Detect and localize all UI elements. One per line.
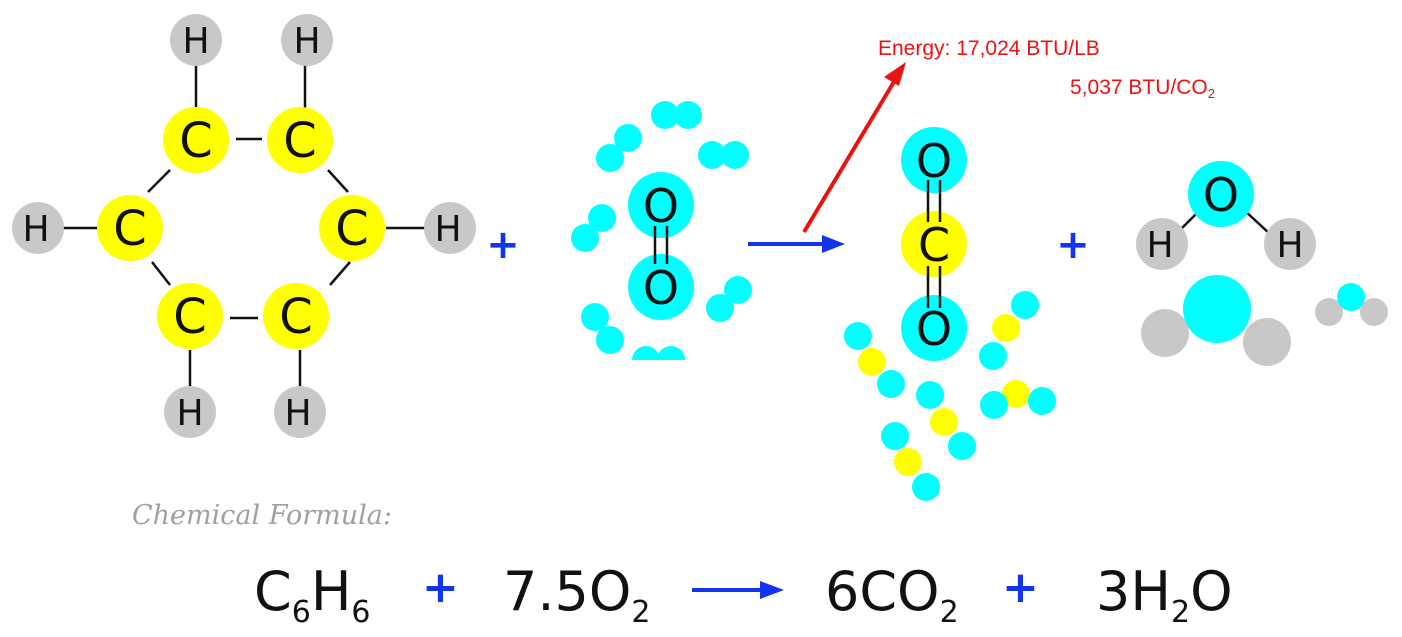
oxygen-atom [901, 295, 967, 361]
hydrogen-atom [1264, 218, 1316, 270]
carbon-atom: C [97, 195, 163, 261]
oxygen-molecule: O O [571, 101, 752, 360]
carbon-atom: C [163, 107, 229, 173]
oxygen-atom [628, 254, 694, 320]
oxygen-atom [901, 127, 967, 193]
benzene-hydrogen-subscript: 6 [351, 595, 371, 630]
atom-label: H [1276, 225, 1303, 266]
carbon-dioxide-formula: 6CO2 [825, 552, 959, 632]
scattered-co2-molecules [844, 291, 1056, 501]
atom-label: O [1203, 168, 1239, 222]
hydrogen-atom: H [274, 386, 326, 438]
oxygen-subscript: 2 [631, 595, 651, 630]
formula-caption: Chemical Formula: [132, 500, 392, 531]
benzene-hydrogen: H [310, 560, 352, 623]
water-molecule: O H H [1136, 161, 1388, 366]
atom-label: O [916, 134, 952, 188]
atom-label: C [173, 289, 207, 345]
carbon-atom [901, 211, 967, 277]
formula-arrow [692, 581, 784, 599]
water-small-model [1315, 283, 1388, 326]
benzene-carbon: C [254, 560, 292, 623]
formula-plus-sign: + [422, 562, 459, 613]
atom-label: H [176, 393, 203, 434]
hydrogen-atom: H [424, 202, 476, 254]
carbon-atom: C [157, 283, 223, 349]
plus-sign: + [1056, 222, 1090, 268]
atom-label: C [918, 218, 950, 272]
oxygen-coefficient: 7.5O [503, 560, 632, 623]
atom-label: H [1146, 225, 1173, 266]
carbon-dioxide-molecule: O C O [844, 127, 1056, 501]
atom-label: H [293, 21, 320, 62]
benzene-molecule: H H H H H H C C C C C C [12, 14, 476, 438]
chemical-formula: C6H6 + 7.5O2 6CO2 + 3H2O [0, 552, 1402, 632]
energy-per-co2-main: 5,037 BTU/CO [1070, 76, 1208, 99]
atom-label: O [643, 261, 679, 315]
energy-arrow [802, 62, 906, 234]
atom-label: H [182, 21, 209, 62]
hydrogen-atom: H [164, 386, 216, 438]
carbon-atom: C [319, 195, 385, 261]
oxygen-formula: 7.5O2 [503, 552, 650, 632]
hydrogen-atom: H [12, 202, 64, 254]
atom-label: H [22, 209, 49, 250]
hydrogen-atom: H [170, 14, 222, 66]
water-space-filling-model [1141, 275, 1291, 366]
reaction-arrow [748, 235, 845, 253]
carbon-atom: C [263, 283, 329, 349]
atom-label: H [284, 393, 311, 434]
water-subscript: 2 [1170, 595, 1191, 630]
carbon-atom: C [267, 107, 333, 173]
atom-label: C [113, 201, 147, 257]
water-oxygen: O [1190, 560, 1233, 623]
scattered-oxygen-cut [632, 346, 685, 360]
atom-label: C [335, 201, 369, 257]
atom-label: C [279, 289, 313, 345]
plus-sign: + [486, 222, 520, 268]
energy-per-co2-subscript: 2 [1207, 86, 1215, 101]
benzene-formula: C6H6 [254, 552, 371, 632]
atom-label: O [916, 302, 952, 356]
hydrogen-atom: H [281, 14, 333, 66]
hydrogen-atom [1136, 218, 1188, 270]
water-coefficient: 3H [1096, 560, 1171, 623]
oxygen-atom [1188, 161, 1254, 227]
oxygen-atom [628, 172, 694, 238]
atom-label: C [179, 113, 213, 169]
carbon-dioxide-coefficient: 6CO [825, 560, 940, 623]
benzene-carbon-subscript: 6 [291, 595, 311, 630]
energy-per-pound: Energy: 17,024 BTU/LB [878, 37, 1100, 60]
atom-label: H [434, 209, 461, 250]
scattered-oxygen-pairs [571, 101, 752, 354]
energy-per-co2: 5,037 BTU/CO2 [1070, 76, 1215, 100]
carbon-dioxide-subscript: 2 [939, 595, 959, 630]
formula-plus-sign: + [1002, 562, 1039, 613]
atom-label: C [283, 113, 317, 169]
water-formula: 3H2O [1096, 552, 1233, 632]
atom-label: O [643, 179, 679, 233]
